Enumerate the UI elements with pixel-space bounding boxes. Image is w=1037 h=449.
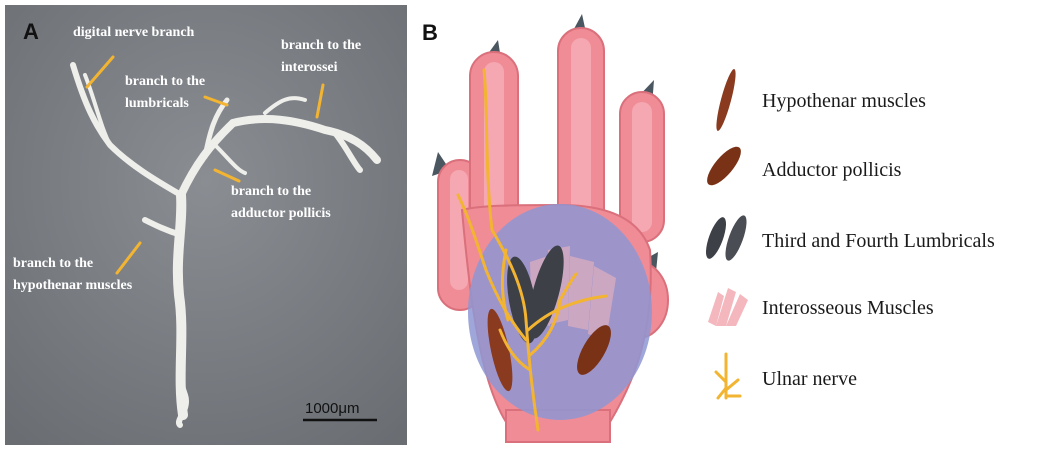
label-interossei-line1: branch to the	[281, 38, 361, 53]
panel-b-illustration: B	[410, 0, 1037, 449]
legend-label-adductor: Adductor pollicis	[762, 159, 902, 181]
legend-label-ulnar-nerve: Ulnar nerve	[762, 368, 857, 390]
scale-bar-label: 1000μm	[305, 400, 360, 417]
label-hypothenar-line2: hypothenar muscles	[13, 278, 133, 293]
legend-label-lumbricals: Third and Fourth Lumbricals	[762, 230, 995, 252]
panel-a-letter: A	[23, 19, 39, 44]
hand-illustration	[432, 14, 668, 442]
label-hypothenar-line1: branch to the	[13, 256, 93, 271]
micrograph-background	[5, 5, 407, 445]
hypothenar-muscle-icon	[713, 68, 739, 132]
legend-item-adductor: Adductor pollicis	[702, 142, 902, 190]
legend-label-interosseous: Interosseous Muscles	[762, 297, 934, 319]
legend-label-hypothenar: Hypothenar muscles	[762, 90, 926, 112]
legend-item-lumbricals: Third and Fourth Lumbricals	[702, 213, 995, 263]
adductor-pollicis-icon	[702, 142, 747, 190]
label-lumbricals-line1: branch to the	[125, 74, 205, 89]
label-adductor-line2: adductor pollicis	[231, 206, 331, 221]
panel-a-micrograph: A digital nerve branch branch to the lum…	[5, 5, 407, 445]
legend-item-interosseous: Interosseous Muscles	[708, 288, 934, 326]
legend-item-hypothenar: Hypothenar muscles	[713, 68, 926, 132]
legend-item-ulnar-nerve: Ulnar nerve	[716, 354, 857, 398]
panel-b-letter: B	[422, 20, 438, 45]
ulnar-nerve-icon	[716, 354, 740, 398]
label-interossei-line2: interossei	[281, 60, 338, 75]
label-digital-nerve-branch: digital nerve branch	[73, 25, 195, 40]
interosseous-icon	[708, 288, 748, 326]
label-adductor-line1: branch to the	[231, 184, 311, 199]
legend: Hypothenar muscles Adductor pollicis Thi…	[702, 68, 995, 398]
label-lumbricals-line2: lumbricals	[125, 96, 189, 111]
